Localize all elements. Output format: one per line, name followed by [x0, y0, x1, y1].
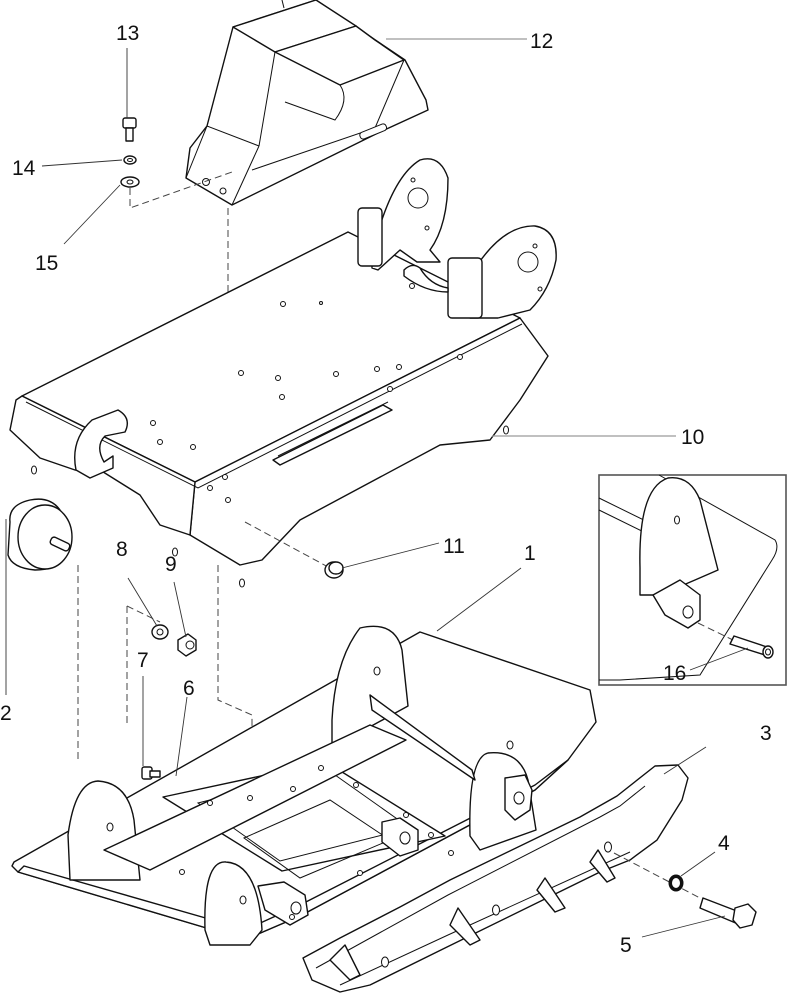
shock-mount[interactable]	[7, 498, 73, 571]
callout-15: 15	[35, 252, 58, 275]
leader-9	[173, 581, 187, 638]
cap-screw[interactable]	[122, 117, 137, 142]
bolt-5[interactable]	[699, 897, 757, 929]
belt-guard-housing[interactable]	[185, 0, 429, 206]
inset-detail	[598, 474, 787, 686]
leader-16	[689, 647, 749, 671]
leader-4	[680, 851, 716, 877]
washer-4[interactable]	[668, 874, 684, 892]
leader-3	[663, 746, 707, 775]
flat-washer-15[interactable]	[120, 176, 140, 188]
base-plate[interactable]	[11, 625, 597, 946]
assembly-line	[244, 521, 331, 569]
skid-rail[interactable]	[302, 764, 689, 993]
frame-holes	[150, 283, 463, 503]
leader-5	[641, 915, 726, 938]
callout-4: 4	[718, 832, 730, 855]
assembly-line	[126, 605, 161, 623]
callout-16: 16	[663, 662, 686, 685]
lock-washer-14[interactable]	[123, 155, 137, 165]
upper-frame[interactable]	[9, 158, 557, 588]
flat-washer-8[interactable]	[151, 624, 169, 640]
leader-6	[175, 696, 188, 777]
callout-labels: 12 13 14 15 10 11 1 2 8 9 7 6 3 4 5 16	[0, 22, 772, 957]
assembly-line	[129, 171, 233, 209]
pin-16[interactable]	[729, 635, 774, 659]
leader-14	[41, 159, 123, 167]
callout-9: 9	[165, 553, 177, 576]
screw-7[interactable]	[141, 766, 161, 780]
leader-1	[436, 567, 522, 632]
callout-7: 7	[137, 649, 149, 672]
flange-bolt[interactable]	[324, 561, 344, 579]
callout-2: 2	[0, 702, 12, 725]
leader-lines	[5, 38, 749, 938]
callout-8: 8	[116, 538, 128, 561]
assembly-line	[613, 852, 701, 899]
lock-nut-9[interactable]	[177, 633, 197, 657]
callout-12: 12	[530, 30, 553, 53]
leader-15	[63, 184, 121, 245]
callout-13: 13	[116, 22, 139, 45]
callout-6: 6	[183, 677, 195, 700]
callout-3: 3	[760, 722, 772, 745]
callout-11: 11	[443, 535, 465, 558]
callout-1: 1	[524, 542, 536, 565]
leader-8	[127, 577, 158, 627]
callout-5: 5	[620, 934, 632, 957]
leader-11	[341, 542, 440, 569]
callout-14: 14	[12, 157, 36, 180]
callout-10: 10	[681, 426, 704, 449]
